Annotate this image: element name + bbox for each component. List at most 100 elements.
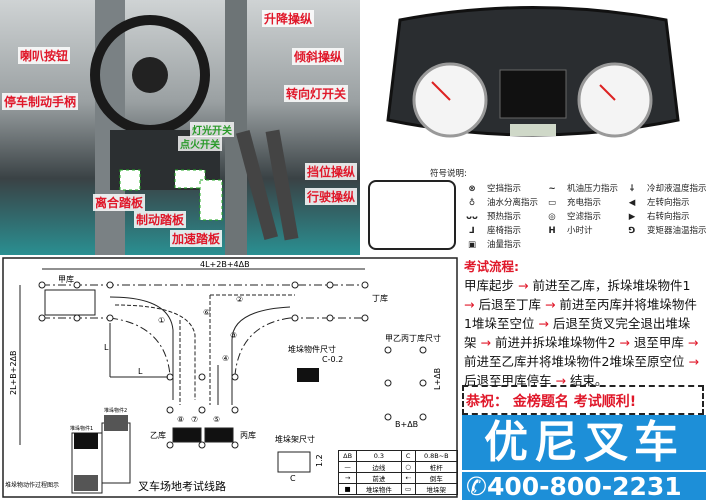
exam-route-diagram: 4L+2B+4ΔB 2L+B+2ΔB 甲库 乙库 丙库 丁库 L L ① ② ③…	[0, 255, 460, 500]
table-cell: 前进	[356, 472, 402, 484]
phone-number[interactable]: ✆400-800-2231	[462, 470, 706, 501]
arrow-icon: →	[476, 335, 495, 350]
diagram-title: 叉车场地考试线路	[138, 479, 226, 493]
bay-size-title: 甲乙丙丁库尺寸	[385, 333, 441, 343]
procedure-step: 后退至丁库	[478, 297, 541, 312]
process-item1: 堆垛物件1	[70, 425, 93, 432]
rack-size-title: 堆垛架尺寸	[275, 434, 315, 444]
legend-label: 机油压力指示	[567, 184, 619, 194]
procedure-step: 前进至丙库并将堆垛物件1堆垛至空位	[464, 297, 697, 331]
forklift-outline	[44, 289, 96, 316]
preheat-icon: ᴗᴗ	[466, 212, 478, 222]
legend-label: 左转向指示	[647, 198, 690, 208]
label-parking-brake: 停车制动手柄	[2, 93, 79, 110]
legend-label: 空挡指示	[487, 184, 522, 194]
legend-label: 空滤指示	[567, 212, 602, 222]
legend-item: ⸸冷却液温度指示	[625, 182, 706, 194]
table-symbol-icon: ■	[337, 483, 358, 495]
route-4: ④	[222, 354, 229, 363]
procedure-step: 后退至货叉完全退出堆垛架	[464, 316, 691, 350]
left-turn-icon: ◀	[628, 198, 636, 208]
table-cell: 堆垛物件	[356, 483, 402, 495]
arrow-icon: →	[540, 297, 560, 312]
procedure-step: 前进至乙库，拆垛堆垛物件1	[532, 278, 691, 293]
instrument-cluster-photo	[360, 0, 706, 165]
arrow-icon: →	[464, 297, 479, 312]
process-item2: 堆垛物件2	[104, 407, 127, 414]
cargo-bing	[204, 427, 234, 443]
table-symbol-icon: ▭	[400, 483, 416, 495]
procedure-step: 甲库起步	[464, 278, 515, 293]
table-symbol-icon: →	[337, 472, 358, 484]
hour-meter-display	[510, 124, 556, 136]
procedure-title: 考试流程:	[464, 259, 519, 274]
table-cell: 0.8B~B	[414, 450, 459, 462]
forklift-cab-photo: 升降操纵 喇叭按钮 倾斜操纵 停车制动手柄 转向灯开关 灯光开关 点火开关 挡位…	[0, 0, 360, 255]
legend-table-row: —边线○桩杆	[337, 461, 459, 473]
arrow-icon: →	[684, 354, 699, 369]
battery-icon: ▭	[547, 198, 557, 208]
bay-size-dim-h: B+ΔB	[395, 420, 418, 429]
legend-table-row: ■堆垛物件▭堆垛架	[337, 483, 459, 495]
exam-procedure: 考试流程: 甲库起步 → 前进至乙库，拆垛堆垛物件1 → 后退至丁库 → 前进至…	[460, 255, 706, 390]
procedure-step: 后退至甲库停车	[464, 373, 552, 388]
label-gear: 挡位操纵	[305, 163, 358, 180]
route-2: ②	[236, 295, 243, 304]
legend-label: 右转向指示	[647, 212, 690, 222]
phone-text: 400-800-2231	[486, 472, 682, 501]
legend-label: 油水分离指示	[487, 198, 539, 208]
width-label: 4L+2B+4ΔB	[200, 260, 250, 269]
legend-item: ◎空滤指示	[545, 210, 601, 222]
route-6: ⑥	[203, 308, 210, 317]
process-title: 堆垛物动作过程图示	[5, 481, 59, 489]
legend-item: ▣ 油量指示	[465, 238, 521, 250]
legend-item: ⊗空挡指示	[465, 182, 521, 194]
legend-item: ~ 机油压力指示	[545, 182, 618, 194]
table-symbol-icon: —	[337, 461, 358, 473]
arrow-icon: →	[615, 335, 634, 350]
rack-size-dim-v: 1.2	[315, 454, 324, 467]
oil-pressure-icon: ~	[548, 184, 556, 194]
horn-button	[132, 57, 168, 93]
legend-item: ◀ 左转向指示	[625, 196, 690, 208]
bay-size-dim-v: L+ΔB	[433, 368, 442, 390]
right-turn-icon: ▶	[628, 212, 636, 222]
table-cell: 桩杆	[414, 461, 459, 473]
station-yi: 乙库	[150, 430, 166, 440]
route-7: ⑦	[191, 415, 198, 424]
indicator-display	[499, 69, 567, 119]
label-turn-switch: 转向灯开关	[284, 85, 349, 102]
cargo-size-dim: C-0.2	[322, 355, 343, 364]
arrow-icon: →	[683, 335, 699, 350]
table-symbol-icon: ⇠	[400, 472, 416, 484]
route-1: ①	[158, 316, 165, 325]
station-ding: 丁库	[372, 293, 388, 303]
stake-markers	[38, 281, 369, 449]
label-tilt: 倾斜操纵	[292, 48, 345, 65]
fuel-icon: ▣	[467, 240, 477, 250]
rack-size-dim-h: C	[290, 474, 296, 483]
coolant-temp-icon: ⸸	[630, 184, 634, 194]
table-cell: 0.3	[356, 450, 402, 462]
arrow-icon: →	[534, 316, 553, 331]
phone-icon: ✆	[466, 472, 487, 501]
station-jia: 甲库	[58, 274, 74, 284]
label-ignition: 点火开关	[178, 136, 222, 151]
legend-label: 小时计	[567, 226, 593, 236]
brand-logo-text: 优尼叉车	[462, 415, 706, 470]
legend-label: 油量指示	[487, 240, 522, 250]
legend-title: 符号说明:	[430, 169, 467, 179]
label-clutch: 离合踏板	[93, 194, 146, 211]
height-label: 2L+B+2ΔB	[9, 351, 18, 396]
legend-item: ⅁变矩器油温指示	[625, 224, 706, 236]
station-bing: 丙库	[240, 430, 256, 440]
dim-L-vertical: L	[104, 343, 109, 352]
converter-oil-temp-icon: ⅁	[628, 226, 636, 236]
panel-diagram	[368, 180, 456, 250]
legend-table-row: →前进⇠倒车	[337, 472, 459, 484]
arrow-icon: →	[551, 373, 570, 388]
